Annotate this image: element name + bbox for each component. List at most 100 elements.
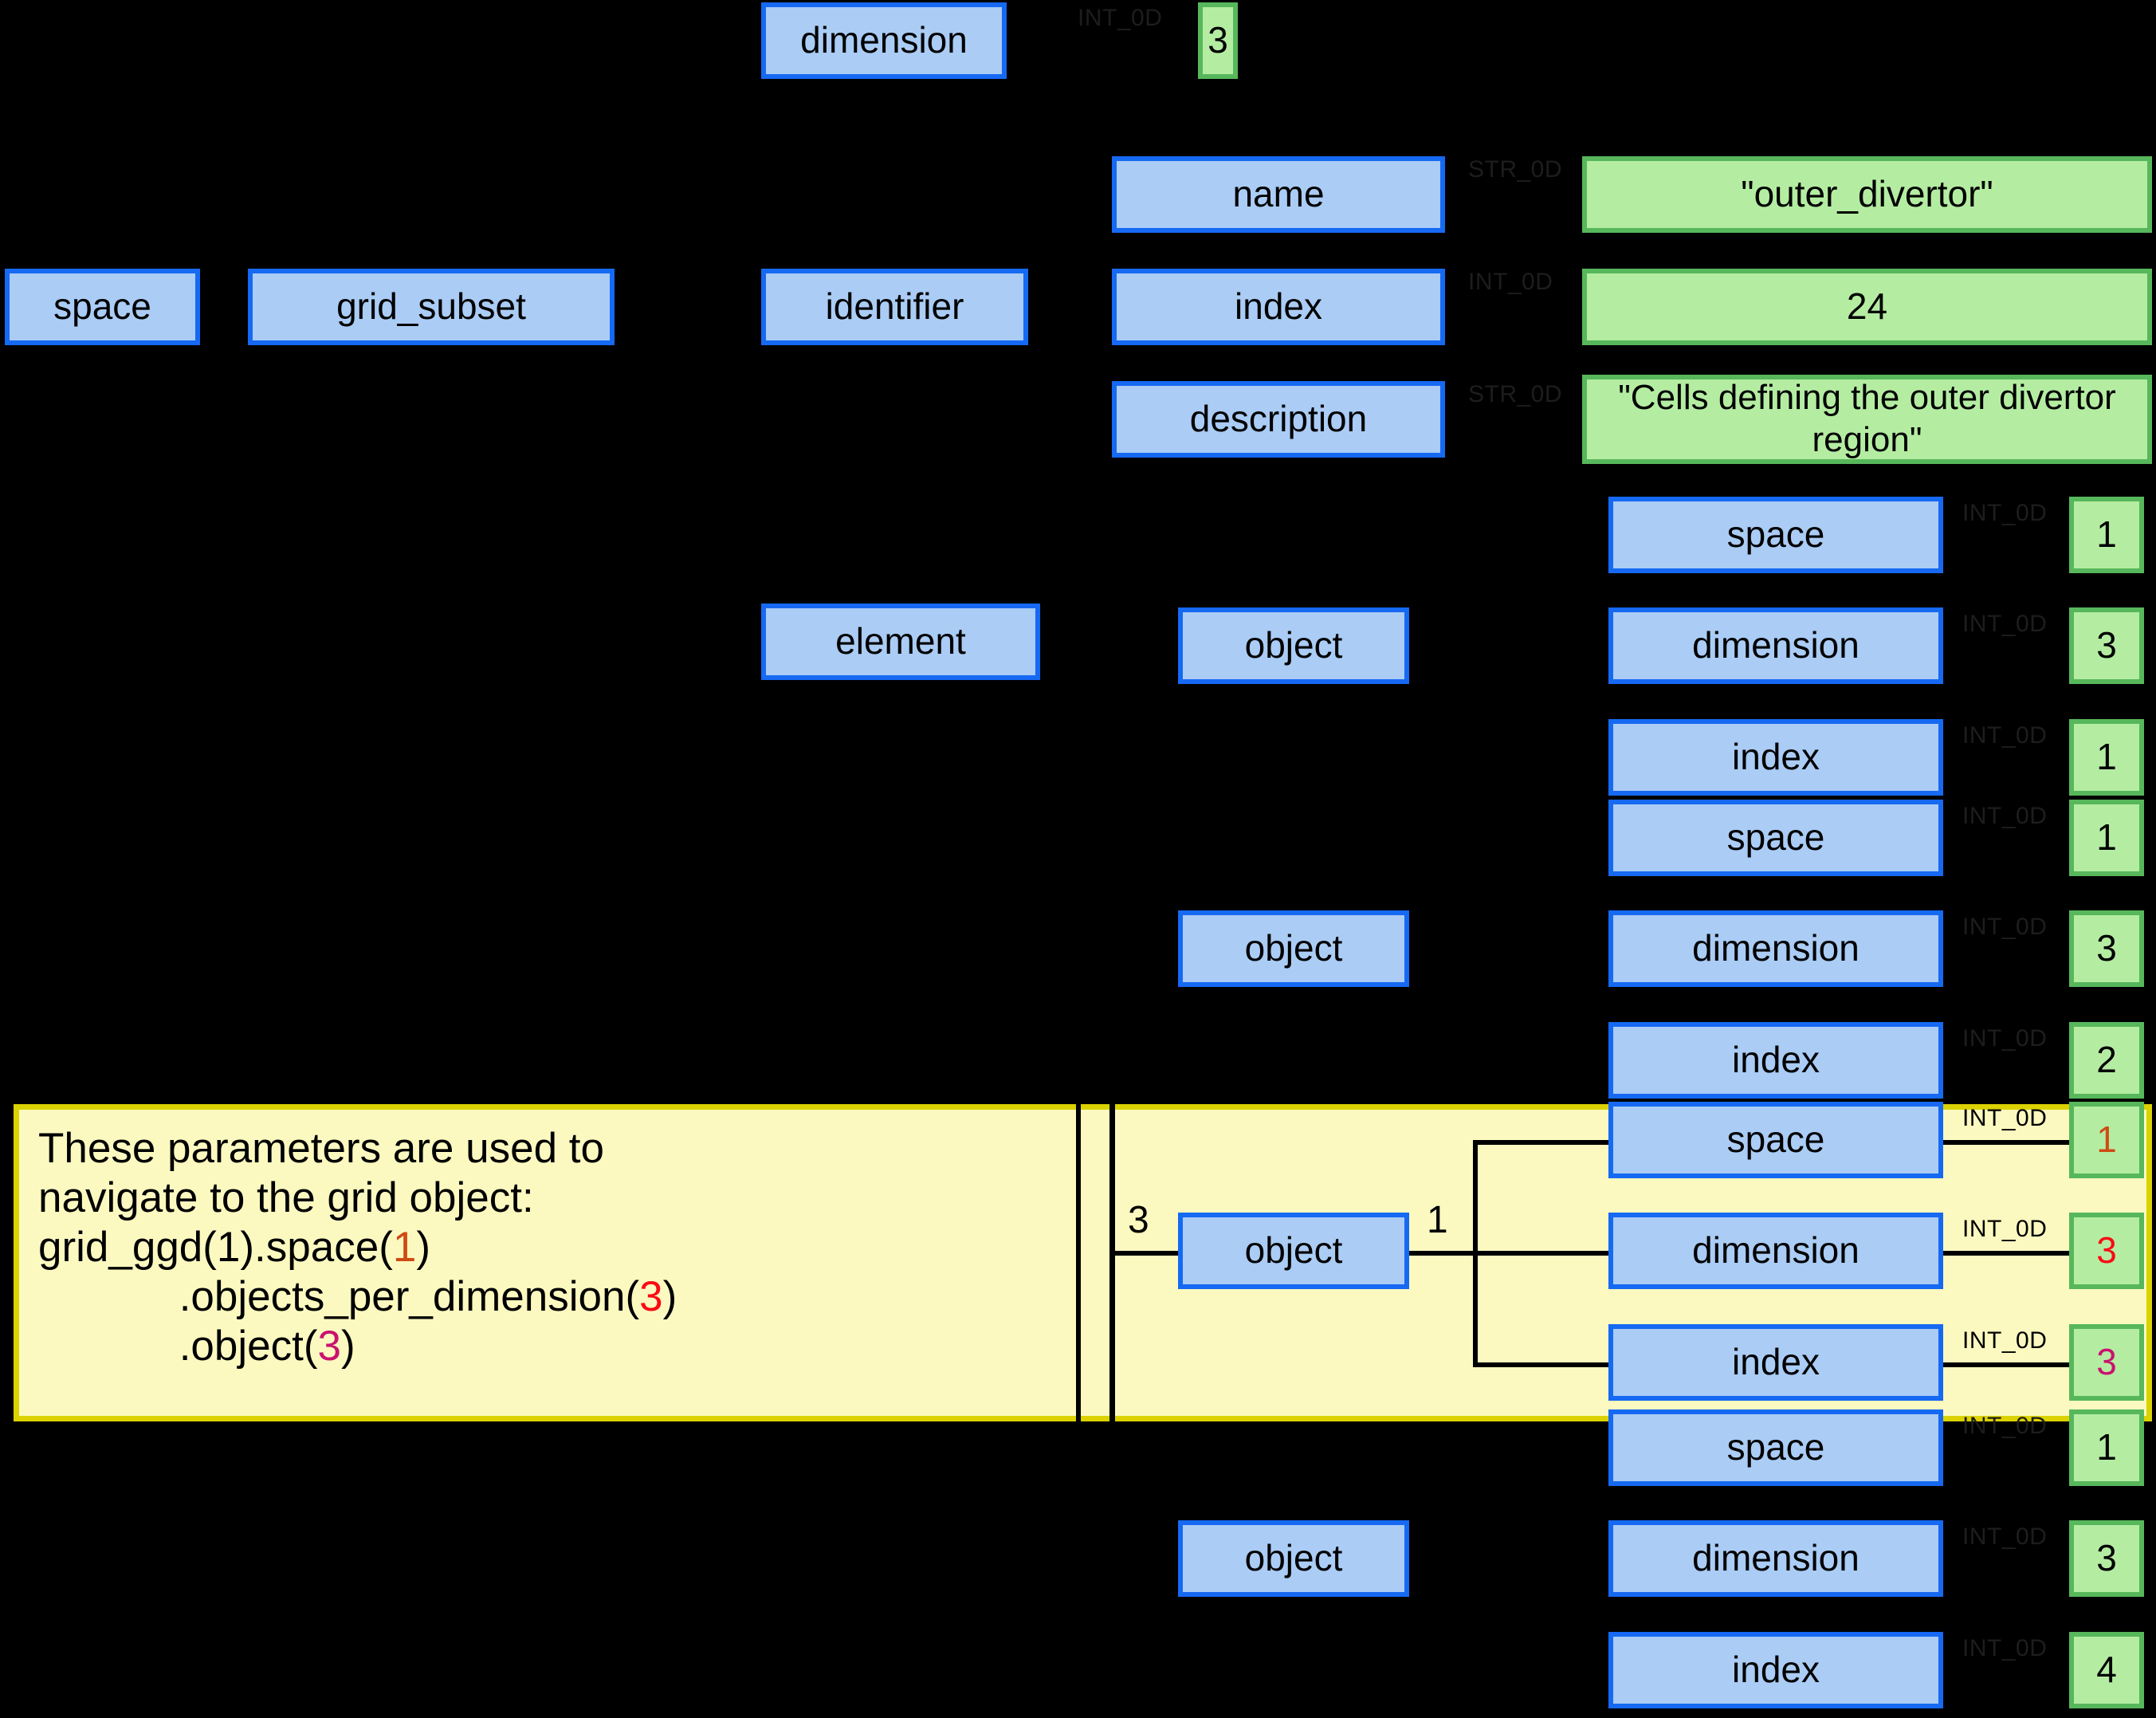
callout-line-2: navigate to the grid object: — [38, 1174, 534, 1221]
leaf-index-3[interactable]: index — [1608, 1324, 1943, 1401]
value-name[interactable]: "outer_divertor" — [1582, 156, 2152, 233]
type-label-index-2: INT_0D — [1962, 1025, 2048, 1052]
connector-object2-index — [1441, 1060, 1610, 1065]
connector-object1-dimension — [1441, 646, 1610, 651]
leaf-index-4[interactable]: index — [1608, 1632, 1943, 1708]
multiplicity-object-3-left: 3 — [1128, 1199, 1149, 1241]
highlight-divider — [1109, 1104, 1115, 1421]
connector-object3-stub — [1409, 1251, 1473, 1256]
node-object-2[interactable]: object — [1178, 910, 1409, 987]
connector-to-identifier — [654, 306, 761, 311]
callout-dimension-index: 3 — [639, 1273, 663, 1320]
connector-dimension3-value — [1943, 1251, 2069, 1256]
node-object-1[interactable]: object — [1178, 607, 1409, 684]
connector-to-object-3 — [1110, 1251, 1182, 1256]
leaf-dimension-3[interactable]: dimension — [1608, 1213, 1943, 1289]
leaf-index-2[interactable]: index — [1608, 1022, 1943, 1099]
leaf-space-3[interactable]: space — [1608, 1102, 1943, 1178]
callout-line-5-prefix: .object( — [179, 1323, 318, 1370]
connector-space4-value — [1943, 1448, 2069, 1453]
connector-space-gridsubset — [200, 306, 248, 311]
type-label-space-3: INT_0D — [1962, 1105, 2048, 1131]
type-label-space-1: INT_0D — [1962, 500, 2048, 526]
node-index[interactable]: index — [1112, 269, 1445, 345]
leaf-index-1[interactable]: index — [1608, 719, 1943, 796]
node-object-3[interactable]: object — [1178, 1213, 1409, 1289]
node-grid-subset[interactable]: grid_subset — [248, 269, 615, 345]
leaf-dimension-2[interactable]: dimension — [1608, 910, 1943, 987]
connector-to-description — [1068, 420, 1112, 425]
value-index-2[interactable]: 2 — [2069, 1022, 2144, 1099]
connector-to-name — [1068, 194, 1112, 199]
node-name[interactable]: name — [1112, 156, 1445, 233]
connector-object4-stub — [1409, 1559, 1441, 1563]
value-dimension-top[interactable]: 3 — [1198, 2, 1238, 79]
connector-name-value — [1445, 194, 1582, 199]
value-index[interactable]: 24 — [1582, 269, 2152, 345]
value-dimension-4[interactable]: 3 — [2069, 1520, 2144, 1597]
value-space-1[interactable]: 1 — [2069, 497, 2144, 573]
connector-index1-value — [1943, 757, 2069, 762]
connector-dimension1-value — [1943, 646, 2069, 651]
leaf-space-4[interactable]: space — [1608, 1409, 1943, 1486]
value-space-4[interactable]: 1 — [2069, 1409, 2144, 1486]
callout-line-5-indent — [38, 1323, 179, 1370]
connector-space3-value — [1943, 1140, 2069, 1145]
connector-gridsubset-vertical — [654, 37, 658, 619]
callout-line-3-suffix: ) — [416, 1224, 430, 1271]
type-label-dimension-1: INT_0D — [1962, 611, 2048, 637]
leaf-dimension-1[interactable]: dimension — [1608, 607, 1943, 684]
callout-line-5-suffix: ) — [341, 1323, 355, 1370]
connector-space2-value — [1943, 838, 2069, 843]
value-dimension-3-text: 3 — [2096, 1229, 2117, 1272]
value-dimension-3[interactable]: 3 — [2069, 1213, 2144, 1289]
value-space-3-text: 1 — [2096, 1118, 2117, 1161]
type-label-index-3: INT_0D — [1962, 1327, 2048, 1354]
connector-index2-value — [1943, 1060, 2069, 1065]
type-label-index-4: INT_0D — [1962, 1635, 2048, 1661]
connector-object3-dimension — [1473, 1251, 1610, 1256]
callout-line-3-prefix: grid_ggd(1).space( — [38, 1224, 393, 1271]
connector-to-object-2 — [1076, 949, 1180, 953]
callout-object-index: 3 — [317, 1323, 341, 1370]
node-element[interactable]: element — [761, 603, 1040, 680]
connector-space1-value — [1943, 535, 2069, 540]
connector-dimension2-value — [1943, 949, 2069, 953]
value-dimension-2[interactable]: 3 — [2069, 910, 2144, 987]
node-identifier[interactable]: identifier — [761, 269, 1028, 345]
leaf-dimension-4[interactable]: dimension — [1608, 1520, 1943, 1597]
value-description[interactable]: "Cells defining the outer divertor regio… — [1582, 375, 2152, 464]
value-index-4[interactable]: 4 — [2069, 1632, 2144, 1708]
connector-object4-dimension — [1441, 1559, 1610, 1563]
type-label-dimension-top: INT_0D — [1078, 5, 1163, 31]
value-index-3-text: 3 — [2096, 1341, 2117, 1383]
node-object-4[interactable]: object — [1178, 1520, 1409, 1597]
connector-to-object-1 — [1076, 646, 1180, 651]
node-space[interactable]: space — [5, 269, 200, 345]
value-space-3[interactable]: 1 — [2069, 1102, 2144, 1178]
callout-text: These parameters are used to navigate to… — [38, 1124, 1090, 1371]
node-dimension-top[interactable]: dimension — [761, 2, 1007, 79]
leaf-space-2[interactable]: space — [1608, 800, 1943, 876]
connector-object1-stub — [1409, 646, 1441, 651]
callout-line-1: These parameters are used to — [38, 1125, 604, 1172]
multiplicity-object-3-right: 1 — [1427, 1199, 1448, 1241]
node-description[interactable]: description — [1112, 381, 1445, 458]
connector-identifier-stub — [1028, 306, 1068, 311]
value-space-2[interactable]: 1 — [2069, 800, 2144, 876]
value-dimension-1[interactable]: 3 — [2069, 607, 2144, 684]
value-index-3[interactable]: 3 — [2069, 1324, 2144, 1401]
value-index-1[interactable]: 1 — [2069, 719, 2144, 796]
type-label-dimension-3: INT_0D — [1962, 1216, 2048, 1242]
connector-object3-space — [1473, 1140, 1610, 1145]
connector-to-dimension-top — [654, 37, 761, 41]
connector-to-object-4 — [1076, 1559, 1180, 1563]
connector-object4-space — [1441, 1448, 1610, 1453]
connector-object3-index — [1473, 1362, 1610, 1367]
connector-object2-stub — [1409, 949, 1441, 953]
connector-dimension4-value — [1943, 1559, 2069, 1563]
callout-space-index: 1 — [392, 1224, 417, 1271]
leaf-space-1[interactable]: space — [1608, 497, 1943, 573]
connector-object1-space — [1441, 535, 1610, 540]
